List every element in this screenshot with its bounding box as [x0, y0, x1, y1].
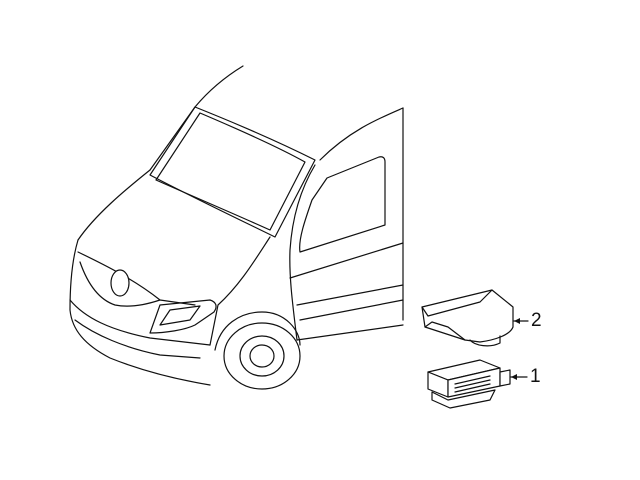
- front-wheel-tire: [223, 322, 301, 390]
- body-line-upper: [289, 242, 404, 279]
- fender-line: [209, 236, 271, 346]
- callout-number-1: 1: [530, 366, 541, 387]
- wheel-arch: [214, 311, 301, 351]
- body-line-lower: [299, 299, 404, 321]
- windshield-inner: [155, 112, 306, 231]
- side-window: [299, 156, 386, 253]
- module-ribs: [454, 375, 491, 393]
- part-2-module-cover[interactable]: [421, 289, 514, 347]
- cover-body: [421, 289, 514, 343]
- van-illustration: [69, 65, 404, 390]
- module-connector: [499, 369, 511, 387]
- part-1-control-module[interactable]: [427, 359, 511, 409]
- front-bumper: [69, 299, 211, 346]
- body-line-mid: [296, 284, 404, 306]
- grille-top: [77, 251, 196, 306]
- front-wheel-hub: [249, 344, 275, 368]
- emblem-icon: [110, 269, 130, 297]
- callout-leader-2: [513, 318, 529, 324]
- callout-leader-1: [510, 374, 528, 380]
- module-base: [431, 389, 496, 409]
- headlight: [149, 299, 217, 334]
- van-front-face: [69, 239, 211, 386]
- bumper-lower: [74, 319, 201, 359]
- rocker-line: [296, 324, 404, 341]
- cover-top-edge: [421, 289, 493, 317]
- cover-tab: [469, 335, 501, 347]
- van-roof-rear: [319, 107, 404, 161]
- door-front-edge: [289, 164, 316, 341]
- headlight-inner: [159, 305, 201, 326]
- front-wheel-rim-outer: [239, 335, 285, 377]
- grille-left: [79, 261, 161, 307]
- callout-number-2: 2: [531, 310, 542, 331]
- cover-flap: [424, 321, 466, 341]
- van-hood-edge: [77, 169, 151, 241]
